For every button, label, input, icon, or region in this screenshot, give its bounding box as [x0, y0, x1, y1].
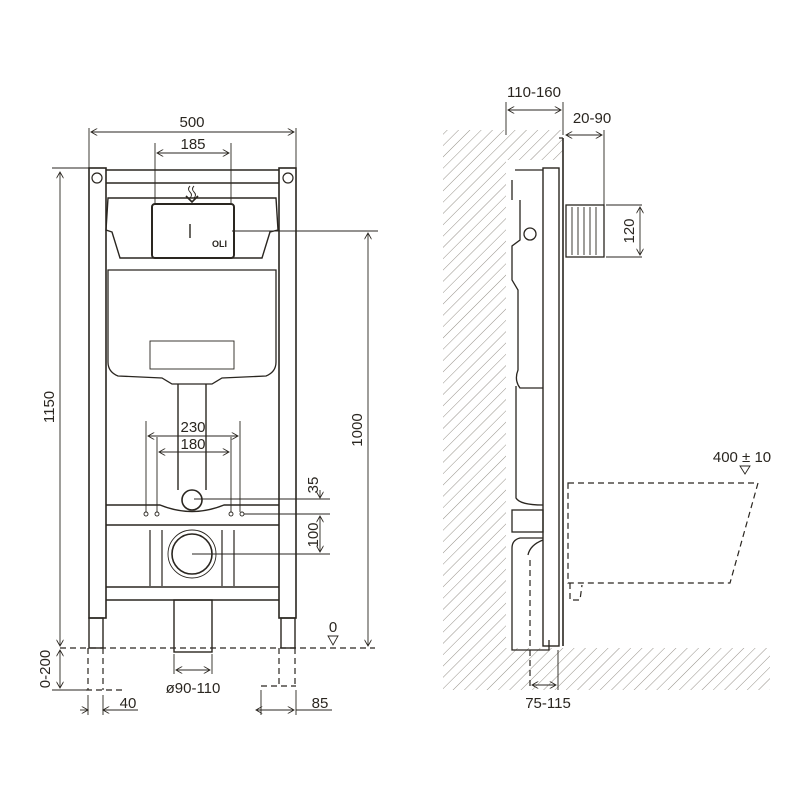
dim-inlet-offset: 35 — [305, 477, 322, 494]
dim-height-overall: 1150 — [41, 391, 58, 423]
floor-hatch — [506, 648, 770, 690]
level-marker-icon — [739, 465, 751, 475]
dim-wall-depth: 110-160 — [507, 84, 561, 101]
flush-arrow-icon — [185, 195, 199, 204]
brand-mark: OLI — [212, 239, 227, 249]
floor-level-label: 0 — [329, 619, 337, 636]
mount-hole-right — [282, 172, 294, 184]
wall-hatch — [443, 130, 506, 650]
dim-leg-extension: 0-200 — [37, 650, 54, 688]
dim-height-to-plate: 1000 — [349, 413, 366, 446]
dim-connector-height: 120 — [621, 218, 638, 243]
cistern-top — [105, 197, 279, 259]
drain-pipe — [173, 599, 213, 653]
cistern-body — [107, 269, 277, 385]
side-view: 110-160 20-90 120 400 ± 10 75-115 — [443, 84, 771, 712]
flush-connector — [181, 489, 203, 511]
dim-drain-diameter: ø90-110 — [166, 680, 221, 697]
dim-bolt-spacing-outer: 230 — [180, 419, 205, 436]
right-post — [278, 167, 297, 619]
dim-seat-height: 400 ± 10 — [713, 449, 771, 466]
flush-plate-opening — [151, 203, 235, 259]
level-marker-icon — [327, 635, 339, 646]
mount-hole-left — [91, 172, 103, 184]
left-post — [88, 167, 107, 619]
toilet-bowl-outline — [567, 482, 759, 584]
dim-plate-projection: 20-90 — [573, 110, 611, 127]
dim-flush-plate-width: 185 — [180, 136, 205, 153]
dim-leg-width: 40 — [120, 695, 137, 712]
dim-drain-offset: 75-115 — [525, 695, 571, 712]
front-view: OLI — [37, 114, 378, 715]
dim-bolt-spacing-inner: 180 — [180, 436, 205, 453]
dim-foot-width: 85 — [312, 695, 329, 712]
frame-profile — [542, 167, 560, 647]
connector-sleeve — [565, 204, 605, 258]
dim-width-overall: 500 — [179, 114, 204, 131]
dim-outlet-offset: 100 — [305, 522, 322, 547]
